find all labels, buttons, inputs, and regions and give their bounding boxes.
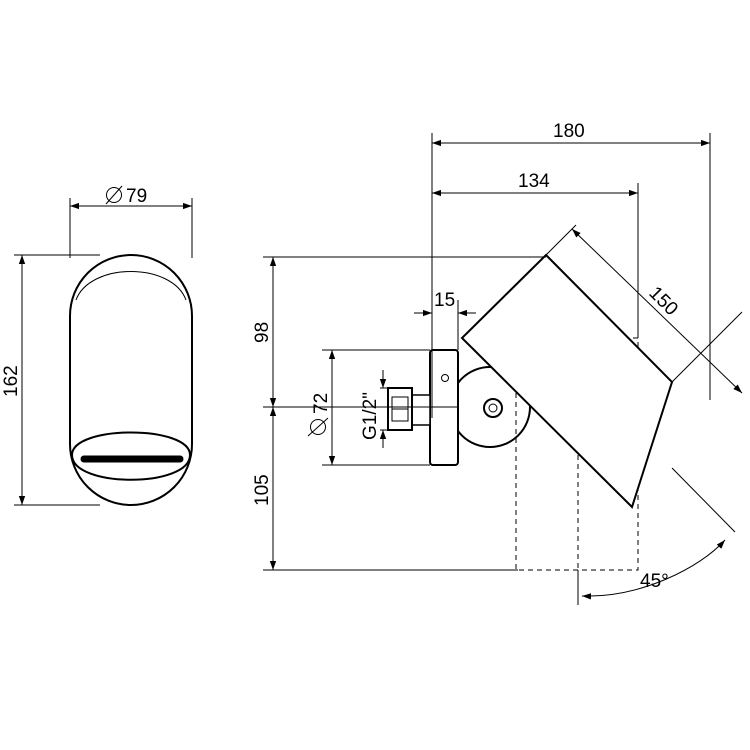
side-view: 180 134 150 15 98 (252, 121, 743, 605)
height-dimensions: 98 105 (252, 256, 546, 571)
front-height-label: 162 (1, 365, 22, 397)
thread-dimension: G1/2" (360, 370, 388, 448)
thread-label: G1/2" (360, 392, 381, 440)
plate-diameter-label: 72 (311, 393, 332, 414)
front-outlet-face (70, 431, 192, 481)
swivel-joint-screw-center (488, 403, 498, 413)
plate-diameter-dimension: 72 (307, 349, 430, 466)
front-diameter-dimension: 79 (69, 185, 193, 258)
angle-dimension: 45° (577, 467, 736, 605)
front-height-dimension: 162 (1, 254, 100, 506)
thread-connector (387, 387, 431, 431)
angle-label: 45° (640, 571, 669, 592)
wall-plate-screw-hole (441, 374, 449, 382)
front-view: 79 162 (1, 185, 193, 506)
front-diameter-label: 79 (126, 186, 147, 207)
plate-diameter-symbol-icon (310, 419, 326, 435)
lower-height-label: 105 (252, 474, 273, 506)
total-depth-label: 180 (553, 121, 585, 142)
plate-thickness-dimension: 15 (414, 290, 476, 350)
front-body-outline (69, 254, 193, 506)
arm-depth-label: 134 (518, 171, 550, 192)
body-length-label: 150 (644, 283, 681, 320)
plate-thickness-label: 15 (434, 290, 455, 311)
diameter-symbol-icon (106, 187, 122, 203)
swivel-joint-screw (483, 398, 503, 418)
spout-body-rotated (460, 253, 674, 509)
upper-height-label: 98 (252, 322, 273, 343)
front-top-curve (75, 271, 187, 301)
